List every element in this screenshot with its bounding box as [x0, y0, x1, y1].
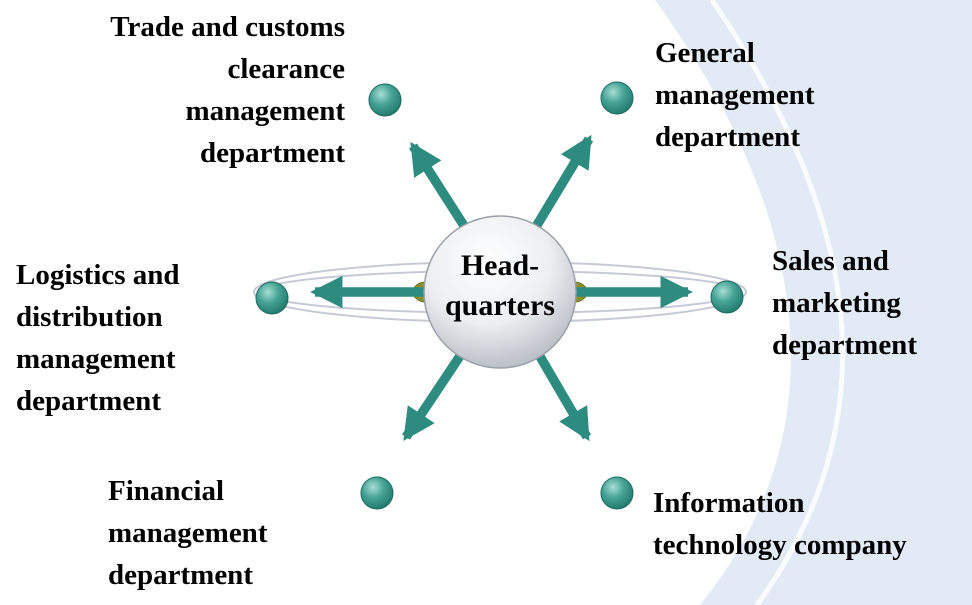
label-information-technology: Information technology company	[653, 487, 907, 561]
background-swoosh-line	[709, 0, 846, 605]
label-logistics-distribution: Logistics and distribution management de…	[16, 259, 180, 417]
node-financial	[360, 476, 394, 510]
node-sales-marketing	[710, 280, 744, 314]
node-logistics	[255, 281, 289, 315]
label-sales-marketing: Sales and marketing department	[772, 245, 917, 361]
background-swoosh	[655, 0, 972, 605]
node-general-management	[600, 81, 634, 115]
label-trade-customs-clearance: Trade and customs clearance management d…	[110, 11, 345, 169]
arrow-general-management	[529, 134, 594, 233]
headquarters-label: Head- quarters	[445, 249, 555, 322]
headquarters-circle	[423, 215, 577, 369]
arrow-trade-customs	[408, 141, 473, 235]
label-financial-management: Financial management department	[108, 475, 268, 591]
arrow-financial	[402, 350, 466, 442]
arrow-information-technology	[533, 350, 592, 442]
node-trade-customs	[368, 83, 402, 117]
node-information-technology	[600, 476, 634, 510]
label-general-management: General management department	[655, 37, 815, 153]
